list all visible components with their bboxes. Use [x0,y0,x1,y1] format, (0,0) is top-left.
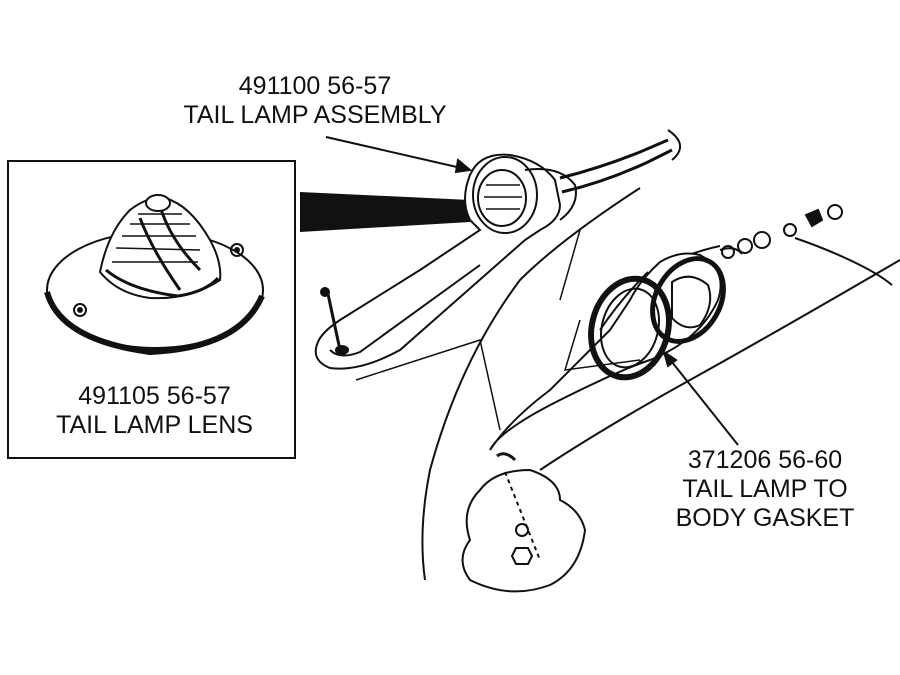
part-number: 371206 56-60 [687,446,843,474]
tail-lamp-assembly-label: 491100 56-57 TAIL LAMP ASSEMBLY [150,72,480,130]
part-name: TAIL LAMP ASSEMBLY [183,101,447,129]
part-name: TAIL LAMP TO [682,475,848,503]
lens-inset-frame [7,160,296,459]
part-number: 491100 56-57 [238,72,392,100]
zoom-wedge [300,192,470,232]
tail-lamp-lens-label: 491105 56-57 TAIL LAMP LENS [22,382,287,440]
part-name: TAIL LAMP LENS [56,411,253,439]
part-name-continued: BODY GASKET [675,504,855,532]
gasket-label: 371206 56-60 TAIL LAMP TO BODY GASKET [640,446,890,533]
guide-lines [355,229,641,431]
leader-lines [325,136,739,446]
body-panel-illustration [421,187,900,593]
part-number: 491105 56-57 [78,382,231,410]
tail-lamp-assembly-illustration [314,129,681,370]
lens-closeup-illustration [44,194,265,356]
